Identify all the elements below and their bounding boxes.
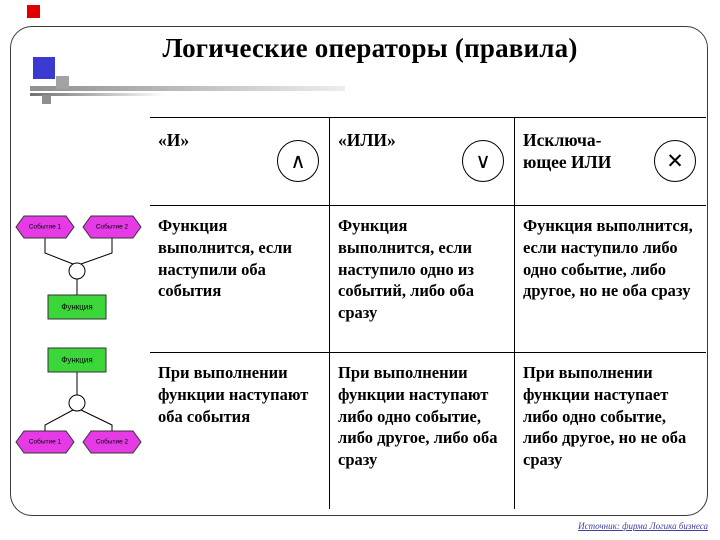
event-hexagon xyxy=(15,215,75,239)
and-symbol: ∧ xyxy=(290,149,306,173)
source-credit: Источник: фирма Логика бизнеса xyxy=(578,521,708,531)
or-gate-icon: ∨ xyxy=(462,140,504,182)
event-label: Событие 1 xyxy=(29,223,62,231)
cell-xor-result: При выполнении функции наступает либо од… xyxy=(523,363,687,470)
logic-flow-diagram: Событие 1 Событие 2 Функция Функция Собы… xyxy=(15,215,142,454)
header-and: «И» ∧ xyxy=(150,118,330,206)
cell-or-condition: Функция выполнится, если наступило одно … xyxy=(330,206,515,353)
function-label: Функция xyxy=(61,303,92,312)
header-or-label: «ИЛИ» xyxy=(338,130,396,150)
xor-symbol: ✕ xyxy=(666,149,684,173)
or-symbol: ∨ xyxy=(475,149,491,173)
header-and-label: «И» xyxy=(158,130,190,150)
operator-junction-icon xyxy=(68,262,86,280)
xor-gate-icon: ✕ xyxy=(654,140,696,182)
rules-table: «И» ∧ «ИЛИ» ∨ Исключа- ющее ИЛИ ✕ Функци… xyxy=(150,117,706,509)
event-label: Событие 1 xyxy=(29,438,62,446)
event-hexagon xyxy=(82,215,142,239)
cell-or-result: При выполнении функции наступают либо од… xyxy=(330,353,515,509)
cell-and-result: При выполнении функции наступают оба соб… xyxy=(150,353,330,509)
event-label: Событие 2 xyxy=(96,223,129,231)
gradient-bar-decoration xyxy=(30,86,345,91)
header-xor-line1: Исключа- xyxy=(523,130,602,150)
function-label: Функция xyxy=(61,356,92,365)
operator-junction-icon xyxy=(68,394,86,412)
header-xor-line2: ющее ИЛИ xyxy=(523,151,612,172)
header-xor-label: Исключа- ющее ИЛИ xyxy=(523,128,611,174)
connector-lines xyxy=(44,238,113,431)
event-label: Событие 2 xyxy=(96,438,129,446)
and-gate-icon: ∧ xyxy=(277,140,319,182)
cell-xor-condition: Функция выполнится, если наступило либо … xyxy=(515,206,706,353)
gray-square-small-decoration xyxy=(42,95,51,104)
function-box xyxy=(47,347,107,373)
function-box xyxy=(47,294,107,320)
gradient-bar-shadow xyxy=(30,93,165,96)
header-or: «ИЛИ» ∨ xyxy=(330,118,515,206)
gray-square-decoration xyxy=(56,76,69,89)
slide-border xyxy=(10,26,708,516)
cell-and-condition: Функция выполнится, если наступили оба с… xyxy=(150,206,330,353)
red-square-decoration xyxy=(27,5,40,18)
header-xor: Исключа- ющее ИЛИ ✕ xyxy=(515,118,706,206)
event-hexagon xyxy=(15,430,75,454)
page-title: Логические операторы (правила) xyxy=(162,33,578,63)
event-hexagon xyxy=(82,430,142,454)
blue-square-decoration xyxy=(33,57,55,79)
